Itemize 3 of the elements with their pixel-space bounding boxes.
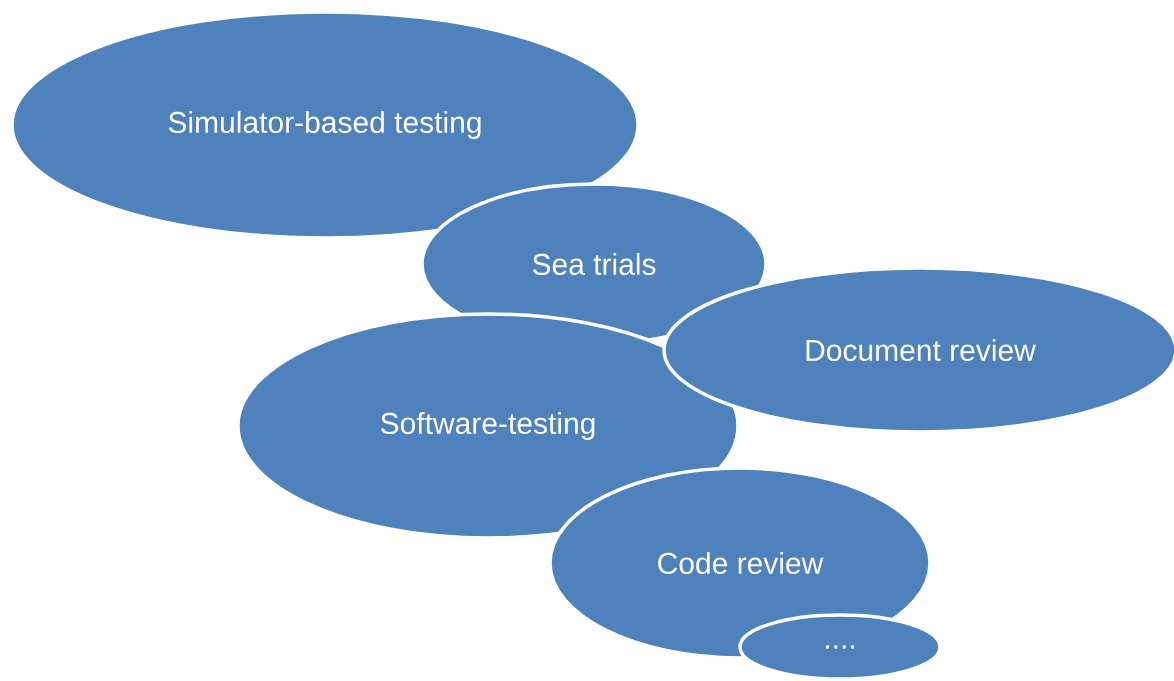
ellipse-bubble: Document review [662, 266, 1174, 434]
node-label: Document review [806, 338, 1036, 362]
ellipse-bubble: .... [738, 613, 942, 681]
